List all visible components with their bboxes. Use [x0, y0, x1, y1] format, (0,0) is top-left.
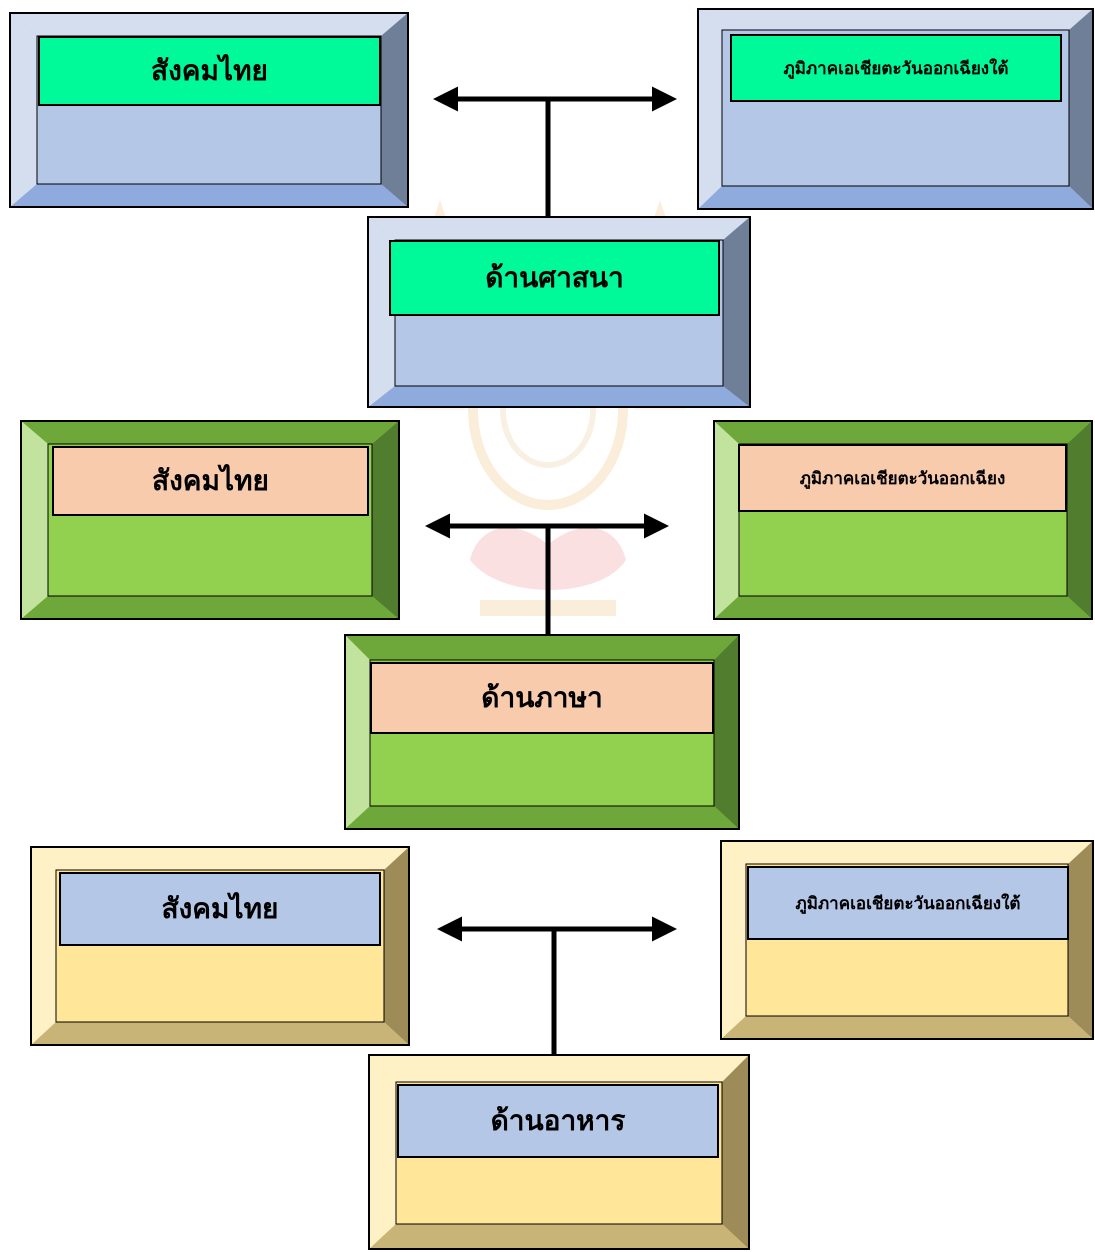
frame-religion-right: ภูมิภาคเอเชียตะวันออกเฉียงใต้ [697, 8, 1094, 210]
group2-right-label: ภูมิภาคเอเชียตะวันออกเฉียง [738, 444, 1067, 512]
frame-language-right: ภูมิภาคเอเชียตะวันออกเฉียง [713, 420, 1093, 620]
frame-language-left: สังคมไทย [20, 420, 400, 620]
group1-left-label: สังคมไทย [38, 36, 381, 106]
connector-group1 [433, 86, 677, 216]
group1-center-label: ด้านศาสนา [389, 240, 720, 316]
frame-food-center: ด้านอาหาร [368, 1054, 750, 1250]
group2-left-label: สังคมไทย [52, 446, 369, 516]
group2-center-label: ด้านภาษา [370, 662, 714, 734]
group3-left-label: สังคมไทย [59, 872, 381, 946]
group1-right-label: ภูมิภาคเอเชียตะวันออกเฉียงใต้ [730, 34, 1062, 102]
group3-center-label: ด้านอาหาร [397, 1084, 719, 1158]
frame-religion-left: สังคมไทย [9, 12, 409, 208]
frame-food-left: สังคมไทย [30, 846, 410, 1046]
connector-group3 [437, 916, 677, 1054]
group3-right-label: ภูมิภาคเอเชียตะวันออกเฉียงใต้ [747, 866, 1069, 940]
frame-religion-center: ด้านศาสนา [367, 216, 751, 408]
connector-group2 [425, 513, 669, 634]
frame-language-center: ด้านภาษา [344, 634, 740, 830]
frame-food-right: ภูมิภาคเอเชียตะวันออกเฉียงใต้ [720, 840, 1094, 1040]
